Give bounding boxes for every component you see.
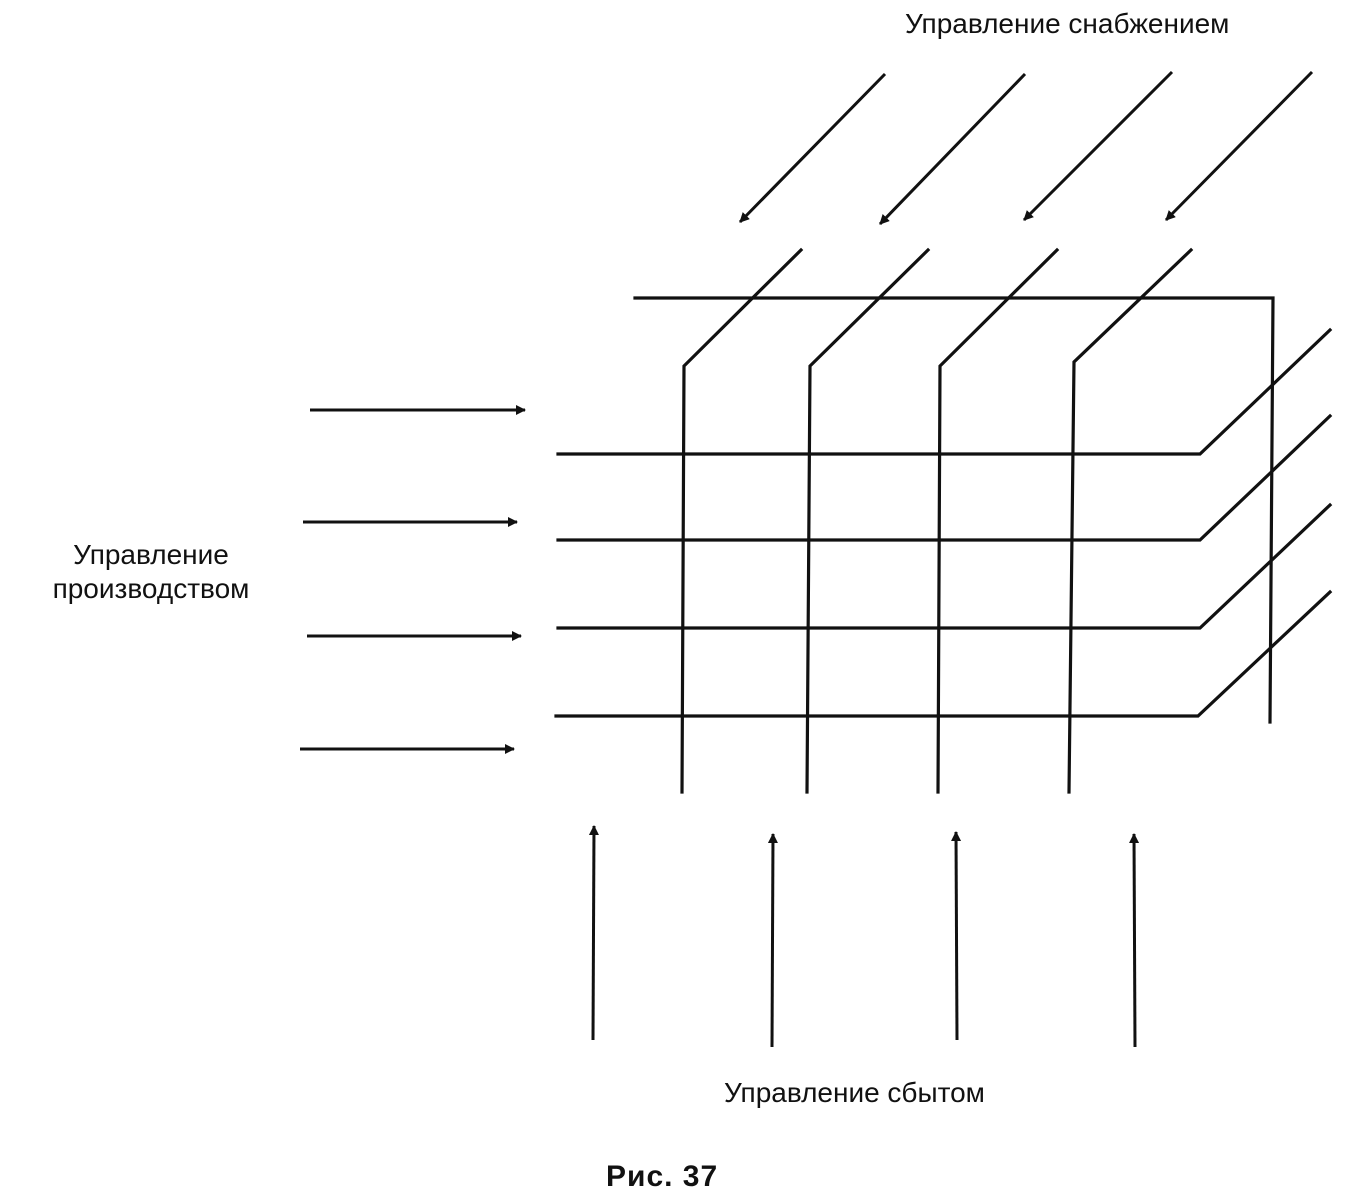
- sales-arrow-1: [588, 825, 599, 1041]
- back-frame-line: [633, 296, 1275, 724]
- supply-arrow-1: [738, 72, 887, 224]
- supply-line-3: [936, 247, 1060, 794]
- production-line-4: [554, 589, 1333, 718]
- supply-line-4: [1067, 247, 1194, 794]
- production-line-1: [556, 327, 1333, 456]
- supply-arrow-2: [878, 72, 1027, 226]
- supply-management-label: Управление снабжением: [905, 8, 1230, 39]
- sales-arrow-3: [951, 831, 962, 1041]
- supply-arrow-4: [1164, 70, 1314, 222]
- supply-arrow-3: [1022, 70, 1174, 222]
- supply-line-1: [680, 247, 804, 794]
- production-line-2: [556, 413, 1333, 542]
- sales-arrow-2: [767, 833, 778, 1048]
- supply-line-2: [805, 247, 931, 794]
- sales-arrow-4: [1129, 833, 1140, 1048]
- sales-management-label: Управление сбытом: [724, 1077, 985, 1108]
- production-line-3: [556, 502, 1333, 630]
- production-management-label: Управление производством: [52, 539, 250, 604]
- figure-caption: Рис. 37: [606, 1160, 719, 1193]
